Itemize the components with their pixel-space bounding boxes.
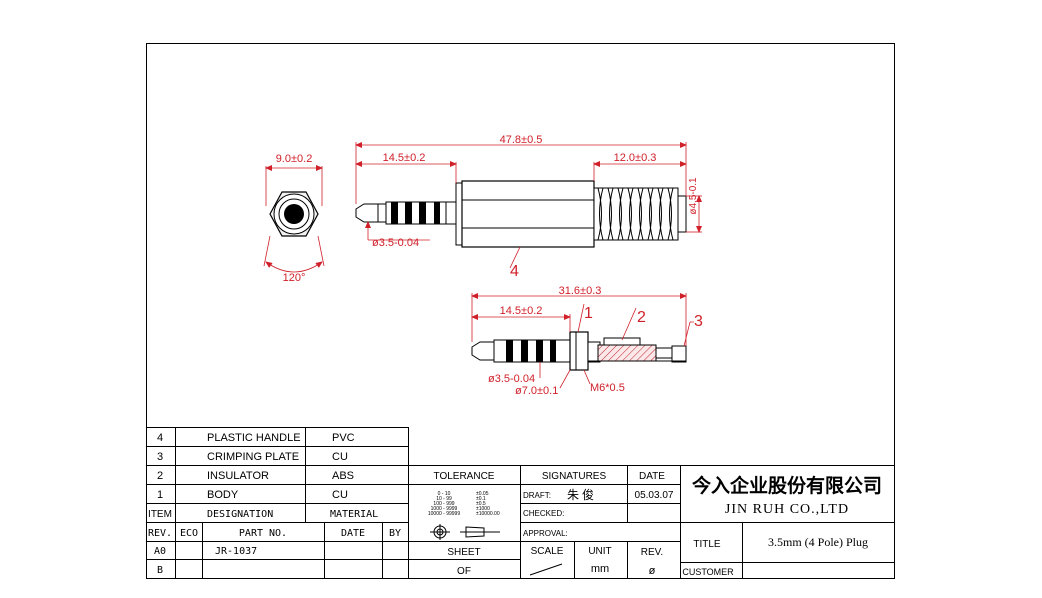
- scale-slash: [529, 563, 563, 576]
- tolerance-table: 0 - 10 ±0.05 10 - 99 ±0.1 100 - 999 ±0.5…: [428, 491, 500, 517]
- company-name-cn: 今入企业股份有限公司: [691, 474, 882, 497]
- svg-text:10000 - 99999: 10000 - 99999: [428, 511, 460, 517]
- bom-designation-4: BODY: [207, 489, 239, 501]
- end-view: 9.0±0.2 120°: [263, 153, 325, 284]
- dim-angle: 120°: [283, 272, 306, 284]
- dim-end-width: 9.0±0.2: [276, 153, 313, 165]
- svg-text:±10000.00: ±10000.00: [476, 511, 500, 517]
- svg-text:±0.05: ±0.05: [476, 491, 489, 497]
- handle-body: [455, 182, 463, 246]
- dim-body-dia: ø7.0±0.1: [515, 385, 558, 397]
- svg-text:±0.5: ±0.5: [476, 501, 486, 507]
- bom-material-4: CU: [332, 489, 348, 501]
- dim-spring-length: 12.0±0.3: [614, 152, 657, 164]
- draft-name: 朱 俊: [567, 487, 594, 502]
- title-value: 3.5mm (4 Pole) Plug: [768, 535, 868, 549]
- svg-text:100 - 999: 100 - 999: [433, 501, 454, 507]
- revision-table: [146, 522, 409, 578]
- dim-plug-length-bottom: 14.5±0.2: [500, 305, 543, 317]
- scale-label: SCALE: [531, 546, 564, 557]
- draft-label: DRAFT:: [523, 491, 551, 500]
- rev-header-eco: ECO: [180, 528, 198, 539]
- bom-header-material: MATERIAL: [330, 509, 378, 520]
- dim-thread: M6*0.5: [590, 382, 625, 394]
- dim-overall-length: 47.8±0.5: [500, 134, 543, 146]
- unit-value: mm: [591, 563, 609, 575]
- projection-symbol: [430, 524, 500, 540]
- svg-text:±1000: ±1000: [476, 506, 490, 512]
- bom-designation-3: INSULATOR: [207, 470, 269, 482]
- rev-row2-rev: B: [157, 565, 163, 576]
- drawing-border: [146, 43, 895, 579]
- rev-header-rev: REV.: [148, 528, 172, 539]
- rev-row1-part-no: JR-1037: [215, 546, 257, 557]
- side-view: 47.8±0.5 14.5±0.2 12.0±0.3 ø4.5-0.1 ø3.5…: [355, 134, 702, 280]
- bom-designation-2: CRIMPING PLATE: [207, 451, 299, 463]
- bom-table: [146, 427, 409, 578]
- dim-plug-length-top: 14.5±0.2: [383, 152, 426, 164]
- bom-item-1: 4: [157, 432, 163, 444]
- bom-item-4: 1: [157, 489, 163, 501]
- svg-text:1000 - 9999: 1000 - 9999: [431, 506, 458, 512]
- bom-material-1: PVC: [332, 432, 355, 444]
- sheet-label: SHEET: [447, 547, 480, 558]
- bom-designation-1: PLASTIC HANDLE: [207, 432, 301, 444]
- rev-row1-rev: A0: [154, 546, 166, 557]
- bom-material-3: ABS: [332, 470, 354, 482]
- rev-value: ø: [649, 565, 656, 577]
- dim-spring-dia: ø4.5-0.1: [688, 177, 699, 215]
- bom-header-item: ITEM: [148, 509, 172, 520]
- callout-4: 4: [510, 263, 519, 280]
- tolerance-label: TOLERANCE: [434, 471, 495, 482]
- callout-1: 1: [584, 305, 593, 322]
- section-view: 31.6±0.3 14.5±0.2 1 2 3 ø3.5-0.04 ø7.0±0…: [471, 285, 703, 397]
- checked-label: CHECKED:: [523, 509, 564, 518]
- bom-material-2: CU: [332, 451, 348, 463]
- insulator-section: [597, 344, 657, 362]
- rev-header-by: BY: [389, 528, 401, 539]
- approval-label: APPROVAL:: [523, 529, 568, 538]
- callout-3: 3: [694, 313, 703, 330]
- rev-header-date: DATE: [341, 528, 365, 539]
- bom-item-2: 3: [157, 451, 163, 463]
- unit-label: UNIT: [588, 546, 611, 557]
- date-value: 05.03.07: [635, 490, 674, 501]
- rev-label: REV.: [641, 547, 663, 558]
- bom-header-designation: DESIGNATION: [207, 509, 273, 520]
- svg-text:0 - 10: 0 - 10: [438, 491, 451, 497]
- signatures-label: SIGNATURES: [542, 471, 607, 482]
- dim-inner-length: 31.6±0.3: [559, 285, 602, 297]
- svg-text:10 - 99: 10 - 99: [436, 496, 452, 502]
- spring: [593, 187, 687, 241]
- title-label: TITLE: [693, 539, 721, 550]
- dim-plug-dia-bottom: ø3.5-0.04: [488, 373, 535, 385]
- rev-header-part-no: PART NO.: [239, 528, 287, 539]
- plug-hole: [284, 204, 304, 224]
- sheet-value: OF: [457, 566, 471, 577]
- svg-text:±0.1: ±0.1: [476, 496, 486, 502]
- title-block-grid: [409, 465, 894, 578]
- callout-2: 2: [637, 309, 646, 326]
- bom-item-3: 2: [157, 470, 163, 482]
- date-label: DATE: [639, 471, 665, 482]
- customer-label: CUSTOMER: [682, 567, 734, 577]
- dim-plug-dia-top: ø3.5-0.04: [372, 237, 419, 249]
- company-name-en: JIN RUH CO.,LTD: [725, 502, 849, 517]
